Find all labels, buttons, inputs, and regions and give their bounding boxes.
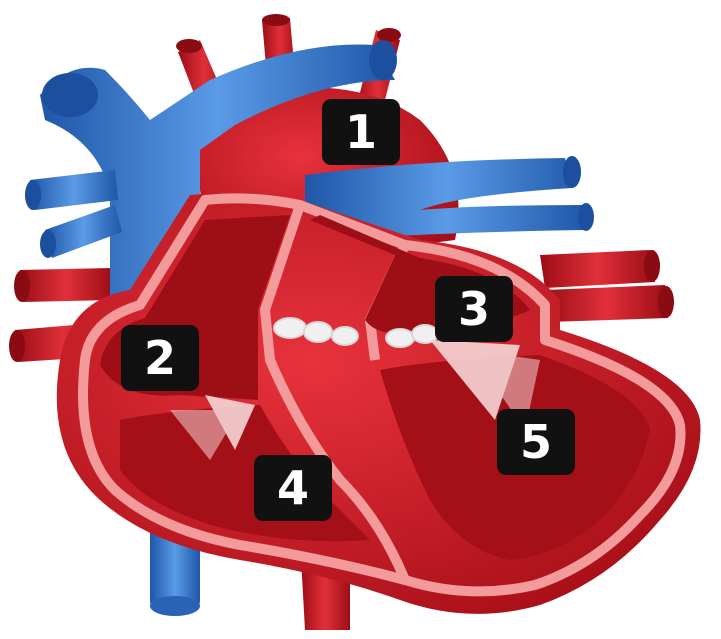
label-5: 5 [497,409,575,475]
label-2: 2 [121,325,199,391]
label-3: 3 [435,276,513,342]
label-4: 4 [254,455,332,521]
label-4-text: 4 [277,461,309,515]
pulmonary-arteries-right [540,250,674,322]
label-2-text: 2 [144,331,176,385]
label-3-text: 3 [458,282,490,336]
label-5-text: 5 [520,415,552,469]
left-branch-veins [25,170,122,258]
label-1: 1 [322,99,400,165]
label-1-text: 1 [345,105,377,159]
